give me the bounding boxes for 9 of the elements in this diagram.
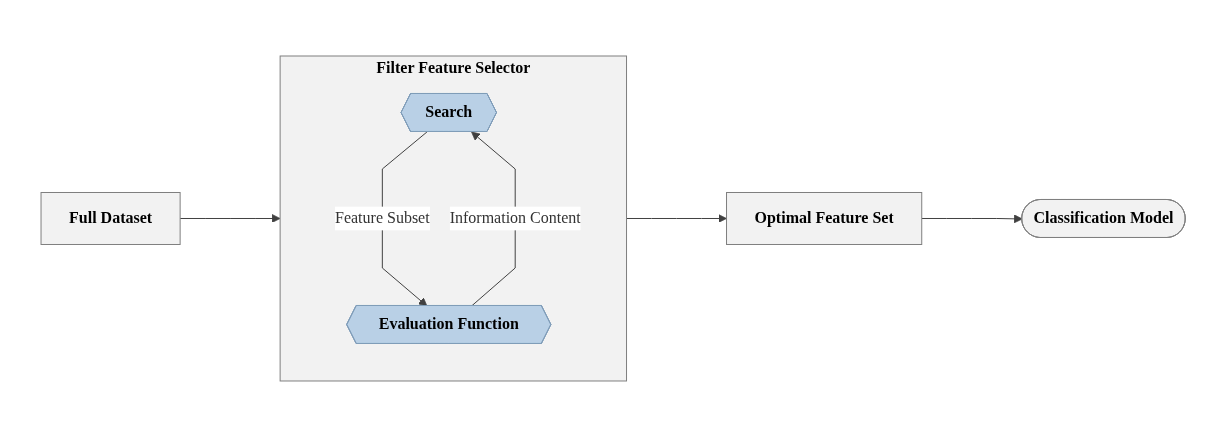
arrow — [471, 131, 516, 306]
arrow — [179, 213, 281, 223]
node-box: Optimal Feature Set — [725, 191, 923, 245]
arrow — [625, 213, 727, 223]
arrow — [921, 213, 1023, 223]
node-box: Full Dataset — [40, 191, 181, 245]
arrow — [381, 131, 428, 306]
edge-label: Information Content — [449, 208, 581, 226]
edge-label: Feature Subset — [334, 208, 430, 226]
